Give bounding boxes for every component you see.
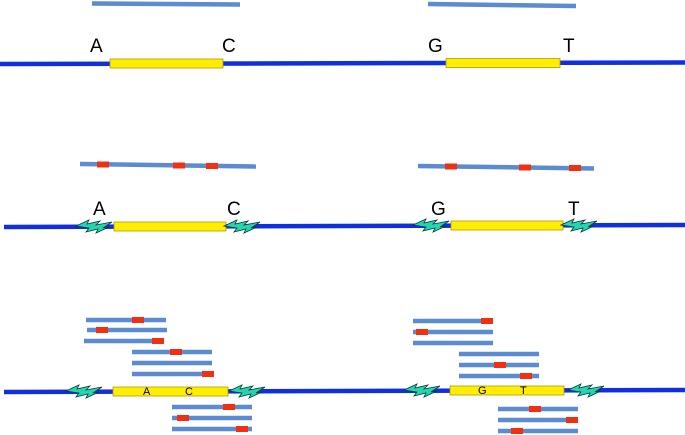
- start-base-label: G: [478, 385, 487, 397]
- read: [91, 1, 241, 7]
- read: [417, 163, 595, 171]
- target-region-left: [113, 221, 227, 232]
- mismatch-marker: [520, 373, 532, 379]
- end-base-label: T: [520, 385, 527, 397]
- mismatch-marker: [177, 415, 189, 421]
- start-base-label: G: [431, 199, 446, 220]
- mismatch-marker: [511, 428, 523, 434]
- read: [79, 161, 257, 169]
- end-base-label: C: [227, 199, 241, 220]
- mismatch-marker: [223, 404, 235, 410]
- mismatch-marker: [132, 317, 144, 323]
- panel-bottom: A C G T: [3, 317, 685, 434]
- end-base-label: T: [563, 36, 575, 57]
- panel-top: A C G T: [0, 1, 685, 69]
- mismatch-marker: [202, 371, 214, 377]
- read: [427, 1, 577, 9]
- start-base-label: A: [143, 386, 151, 398]
- mismatch-marker: [97, 161, 109, 168]
- target-region-right: [445, 58, 561, 68]
- end-base-label: C: [222, 36, 236, 57]
- end-base-label: C: [185, 386, 193, 398]
- mismatch-marker: [96, 327, 108, 333]
- mismatch-marker: [170, 349, 182, 355]
- start-base-label: A: [93, 199, 106, 220]
- target-region-left: [112, 386, 229, 397]
- target-region-left: [109, 58, 224, 69]
- target-region-right: [450, 220, 564, 231]
- mismatch-marker: [569, 165, 581, 171]
- start-base-label: A: [90, 36, 103, 57]
- mismatch-marker: [173, 162, 185, 169]
- mismatch-marker: [494, 362, 506, 368]
- mismatch-marker: [481, 318, 493, 324]
- mismatch-marker: [416, 329, 428, 335]
- mismatch-marker: [519, 164, 531, 171]
- panel-middle: A C G T: [3, 161, 685, 234]
- target-region-right: [449, 385, 565, 396]
- end-base-label: T: [568, 199, 580, 220]
- mismatch-marker: [152, 338, 164, 344]
- genome-line: [0, 60, 685, 67]
- mismatch-marker: [566, 417, 578, 423]
- mismatch-marker: [206, 163, 218, 169]
- mismatch-marker: [236, 426, 248, 432]
- mismatch-marker: [529, 406, 541, 412]
- start-base-label: G: [428, 36, 443, 57]
- mismatch-marker: [445, 163, 457, 170]
